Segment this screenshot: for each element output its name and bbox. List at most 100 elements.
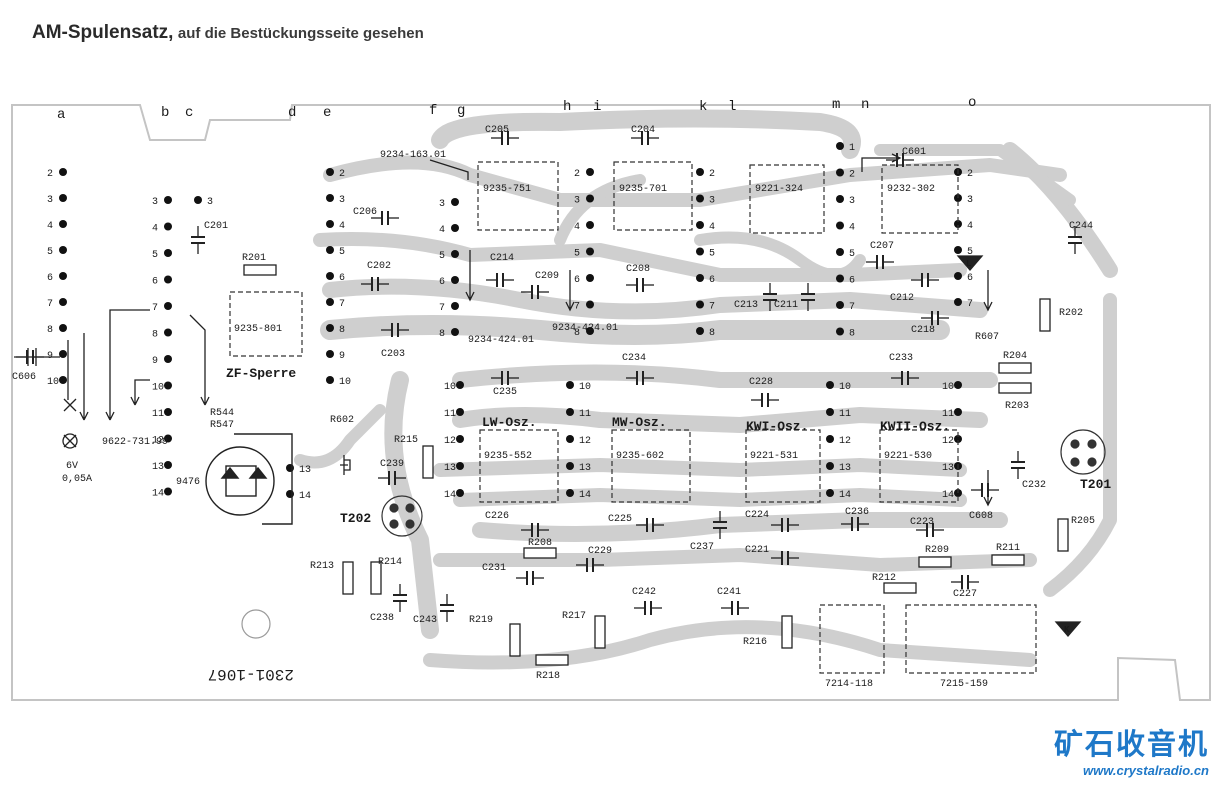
pad <box>326 376 334 384</box>
pad-number: 14 <box>299 491 311 502</box>
pad-number: 10 <box>839 382 851 393</box>
pad <box>586 168 594 176</box>
pad <box>164 355 172 363</box>
pad-number: 7 <box>439 303 445 314</box>
pad-number: 3 <box>849 196 855 207</box>
capacitor-c213 <box>763 283 777 311</box>
label-9622-731: 9622-731.99 <box>102 437 168 448</box>
pad <box>326 324 334 332</box>
pad-number: 5 <box>47 247 53 258</box>
resistor-r205 <box>1057 518 1069 552</box>
pad-number: 6 <box>439 277 445 288</box>
capacitor-label: C608 <box>969 511 993 522</box>
capacitor-label: C237 <box>690 542 714 553</box>
resistor-r219 <box>509 623 521 657</box>
resistor-label: R218 <box>536 671 560 682</box>
capacitor-c208 <box>626 278 654 292</box>
resistor-r203 <box>998 382 1032 394</box>
label-9234-424-left: 9234-424.01 <box>468 335 534 346</box>
capacitor-c212 <box>911 273 939 287</box>
capacitor-label: C229 <box>588 546 612 557</box>
capacitor-c225 <box>636 518 664 532</box>
pad <box>836 274 844 283</box>
pad <box>836 168 844 177</box>
pad-number: 13 <box>839 463 851 474</box>
capacitor-label: C235 <box>493 387 517 398</box>
pad-number: 13 <box>942 463 954 474</box>
resistor-label: R607 <box>975 332 999 343</box>
transistor-t201 <box>1060 429 1106 475</box>
resistor-label: R208 <box>528 538 552 549</box>
col-letter-d: d <box>288 105 296 121</box>
pad-number: 3 <box>709 196 715 207</box>
pad <box>696 327 704 335</box>
pad <box>326 220 334 228</box>
pad-number: 3 <box>47 195 53 206</box>
pad <box>456 489 464 497</box>
capacitor-c211 <box>801 283 815 311</box>
pad <box>696 300 704 309</box>
pad <box>586 221 594 229</box>
capacitor-label: C221 <box>745 545 769 556</box>
pad <box>566 381 574 389</box>
capacitor-label: C208 <box>626 264 650 275</box>
pad <box>696 194 704 203</box>
transistor-labels: T202 T201 <box>340 477 1111 526</box>
pad <box>164 461 172 469</box>
pad <box>954 435 962 443</box>
pad-number: 6 <box>574 275 580 286</box>
pad <box>954 298 962 306</box>
pad-number: 8 <box>339 325 345 336</box>
pad-number: 5 <box>152 250 158 261</box>
pad-number: 3 <box>152 197 158 208</box>
pad <box>826 381 834 389</box>
col-letter-o: o <box>968 95 976 111</box>
pad-number: 4 <box>439 225 445 236</box>
capacitor-c223 <box>916 523 944 537</box>
pad-number: 11 <box>839 409 851 420</box>
capacitor-c231 <box>516 571 544 585</box>
pad <box>164 302 172 310</box>
capacitor-label: C204 <box>631 125 655 136</box>
pad-number: 13 <box>444 463 456 474</box>
capacitor-c239 <box>378 471 406 485</box>
pad <box>696 168 704 176</box>
pad <box>164 222 172 231</box>
pad <box>451 250 459 258</box>
capacitor-c201 <box>191 226 205 254</box>
resistor-label: R203 <box>1005 401 1029 412</box>
pad-number: 1 <box>849 143 855 154</box>
pad <box>164 249 172 257</box>
pad-number: 3 <box>967 195 973 206</box>
pad <box>326 168 334 176</box>
left-wiring <box>14 309 210 449</box>
pad-number: 6 <box>709 275 715 286</box>
coil-id-9221-324: 9221-324 <box>755 184 803 195</box>
watermark: 矿石收音机 www.crystalradio.cn <box>1054 721 1209 778</box>
pad-number: 6 <box>152 277 158 288</box>
capacitor-label: C209 <box>535 271 559 282</box>
pad-number: 13 <box>579 463 591 474</box>
resistor-r208 <box>523 547 557 559</box>
pad-number: 7 <box>339 299 345 310</box>
capacitor-label: C212 <box>890 293 914 304</box>
capacitor-c204 <box>631 131 659 145</box>
resistor-symbols <box>243 264 1069 666</box>
pad <box>456 408 464 416</box>
coil-id-9235-701: 9235-701 <box>619 184 667 195</box>
pad-number: 10 <box>579 382 591 393</box>
pad <box>326 246 334 254</box>
capacitor-c238 <box>393 584 407 612</box>
pad <box>164 381 172 390</box>
pad-number: 4 <box>47 221 53 232</box>
capacitor-c207 <box>866 255 894 269</box>
pad-number: 14 <box>942 490 954 501</box>
capacitor-c234 <box>626 371 654 385</box>
capacitor-c205 <box>491 131 519 145</box>
pad <box>954 246 962 254</box>
coil-id-7215-159: 7215-159 <box>940 679 988 690</box>
pad <box>954 272 962 280</box>
